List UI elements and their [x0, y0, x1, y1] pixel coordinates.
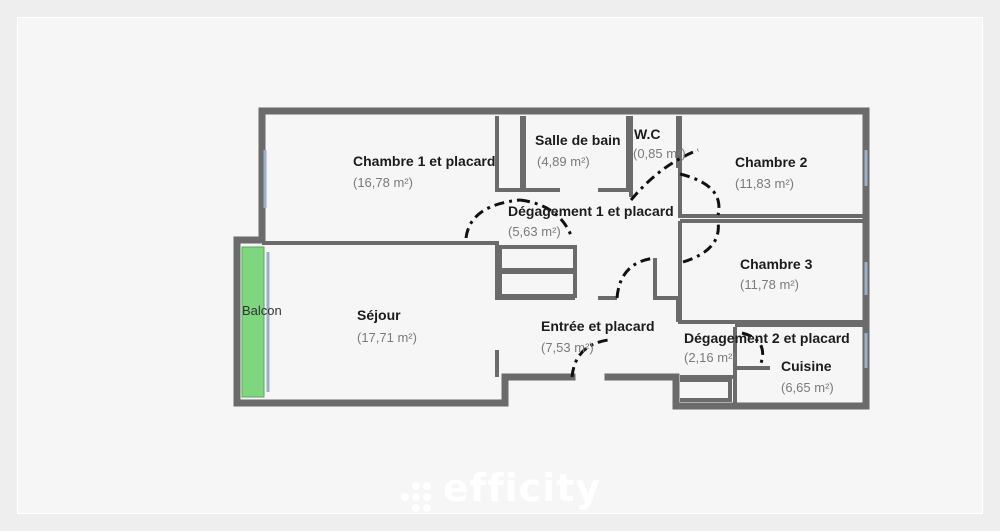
room-name: Cuisine [781, 358, 832, 374]
room-name: Chambre 1 et placard [353, 153, 495, 169]
room-chambre1: Chambre 1 et placard (16,78 m²) [353, 153, 495, 190]
room-name: Dégagement 1 et placard [508, 203, 674, 219]
room-wc: W.C (0,85 m²) [633, 126, 686, 161]
balcon-area [241, 246, 265, 398]
room-area: (17,71 m²) [357, 330, 417, 345]
room-chambre3: Chambre 3 (11,78 m²) [740, 256, 813, 292]
room-area: (0,85 m²) [633, 146, 686, 161]
windows [263, 150, 868, 392]
room-area: (11,78 m²) [740, 277, 799, 292]
room-area: (6,65 m²) [781, 380, 834, 395]
room-name: Salle de bain [535, 132, 621, 148]
room-sejour: Séjour (17,71 m²) [357, 307, 417, 345]
room-name: Dégagement 2 et placard [684, 330, 850, 346]
room-name: W.C [634, 126, 660, 142]
room-area: (16,78 m²) [353, 175, 413, 190]
logo-dots-icon [400, 481, 431, 512]
room-area: (7,53 m²) [541, 340, 594, 355]
room-cuisine: Cuisine (6,65 m²) [781, 358, 834, 395]
room-chambre2: Chambre 2 (11,83 m²) [735, 154, 808, 191]
room-name: Entrée et placard [541, 318, 655, 334]
room-area: (5,63 m²) [508, 224, 561, 239]
room-area: (11,83 m²) [735, 176, 794, 191]
room-degagement2: Dégagement 2 et placard (2,16 m²) [684, 330, 850, 365]
room-entree: Entrée et placard (7,53 m²) [541, 318, 655, 355]
efficity-logo: efficity [0, 466, 1000, 516]
room-degagement1: Dégagement 1 et placard (5,63 m²) [508, 203, 674, 239]
doors [464, 148, 765, 378]
room-salle-de-bain: Salle de bain (4,89 m²) [535, 132, 621, 169]
room-area: (4,89 m²) [537, 154, 590, 169]
logo-text: efficity [442, 466, 602, 510]
balcon-label: Balcon [242, 303, 282, 318]
room-name: Séjour [357, 307, 401, 323]
room-area: (2,16 m²) [684, 350, 737, 365]
room-name: Chambre 2 [735, 154, 808, 170]
walls [233, 107, 870, 410]
room-name: Chambre 3 [740, 256, 813, 272]
